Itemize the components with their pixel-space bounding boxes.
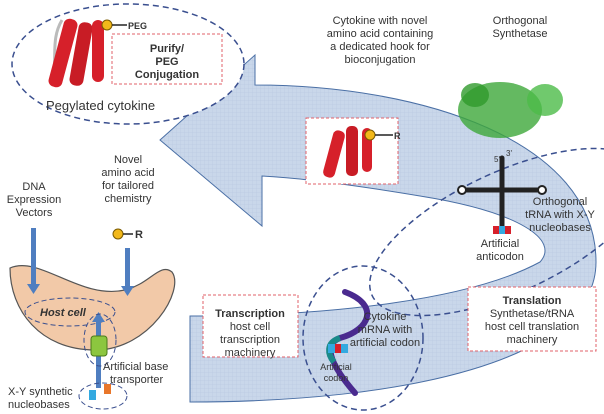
purify-line-2: PEG bbox=[155, 56, 178, 68]
synthetase-line-2: Synthetase bbox=[492, 28, 547, 40]
anticodon-line-2: anticodon bbox=[476, 251, 524, 263]
amino-arrow bbox=[125, 248, 130, 288]
mrna-line-3: artificial codon bbox=[350, 337, 420, 349]
host-cell bbox=[9, 265, 176, 351]
hook-line-1: Cytokine with novel bbox=[333, 15, 428, 27]
r-label: R bbox=[394, 131, 401, 141]
transcription-line-3: machinery bbox=[225, 347, 276, 359]
mrna-line-1: Cytokine bbox=[364, 311, 407, 323]
dna-arrow bbox=[31, 228, 36, 286]
codon-line-1: Artificial bbox=[320, 362, 352, 372]
trna-line-2: tRNA with X-Y bbox=[525, 209, 595, 221]
purify-line-3: Conjugation bbox=[135, 69, 199, 81]
amino-line-4: chemistry bbox=[104, 193, 152, 205]
dna-line-3: Vectors bbox=[16, 207, 53, 219]
nucleobases-line-2: nucleobases bbox=[8, 399, 70, 411]
trna-line-1: Orthogonal bbox=[533, 196, 587, 208]
trna-icon bbox=[459, 155, 545, 231]
trna-line-3: nucleobases bbox=[529, 222, 591, 234]
nucleobase-x-icon bbox=[89, 390, 96, 400]
hook-line-3: a dedicated hook for bbox=[330, 41, 430, 53]
translation-line-3: machinery bbox=[507, 334, 558, 346]
peg-label: PEG bbox=[128, 21, 147, 31]
translation-line-2: host cell translation bbox=[485, 321, 579, 333]
hook-line-2: amino acid containing bbox=[327, 28, 433, 40]
mrna-line-2: mRNA with bbox=[358, 324, 412, 336]
nucleobases-line-1: X-Y synthetic bbox=[8, 386, 73, 398]
synthetase-structure-icon bbox=[458, 82, 563, 138]
transcription-line-2: transcription bbox=[220, 334, 280, 346]
dna-line-2: Expression bbox=[7, 194, 61, 206]
hook-line-4: bioconjugation bbox=[345, 54, 416, 66]
protein-structure-icon bbox=[48, 18, 104, 88]
transcription-line-1: host cell bbox=[230, 321, 270, 333]
pegylated-cytokine-group: PEG Purify/ PEG Conjugation Pegylated cy… bbox=[11, 3, 245, 125]
transcription-title: Transcription bbox=[215, 308, 285, 320]
amino-line-1: Novel bbox=[114, 154, 142, 166]
three-prime: 3' bbox=[506, 149, 512, 158]
codon-line-2: codon bbox=[324, 373, 349, 383]
translation-line-1: Synthetase/tRNA bbox=[490, 308, 575, 320]
amino-line-2: amino acid bbox=[101, 167, 154, 179]
purify-line-1: Purify/ bbox=[150, 43, 184, 55]
dna-line-1: DNA bbox=[22, 181, 46, 193]
anticodon-line-1: Artificial bbox=[481, 238, 520, 250]
amino-line-3: for tailored bbox=[102, 180, 154, 192]
nucleobase-y-icon bbox=[104, 384, 111, 394]
transporter-icon bbox=[90, 335, 108, 357]
transporter-line-2: transporter bbox=[110, 374, 164, 386]
translation-title: Translation bbox=[503, 295, 562, 307]
mrna-strand-icon bbox=[327, 289, 370, 396]
five-prime: 5' bbox=[494, 155, 500, 164]
transporter-line-1: Artificial base bbox=[103, 361, 168, 373]
amino-r-label: R bbox=[135, 229, 143, 241]
synthetase-line-1: Orthogonal bbox=[493, 15, 547, 27]
pegylated-caption: Pegylated cytokine bbox=[46, 98, 155, 113]
host-cell-label: Host cell bbox=[40, 307, 87, 319]
